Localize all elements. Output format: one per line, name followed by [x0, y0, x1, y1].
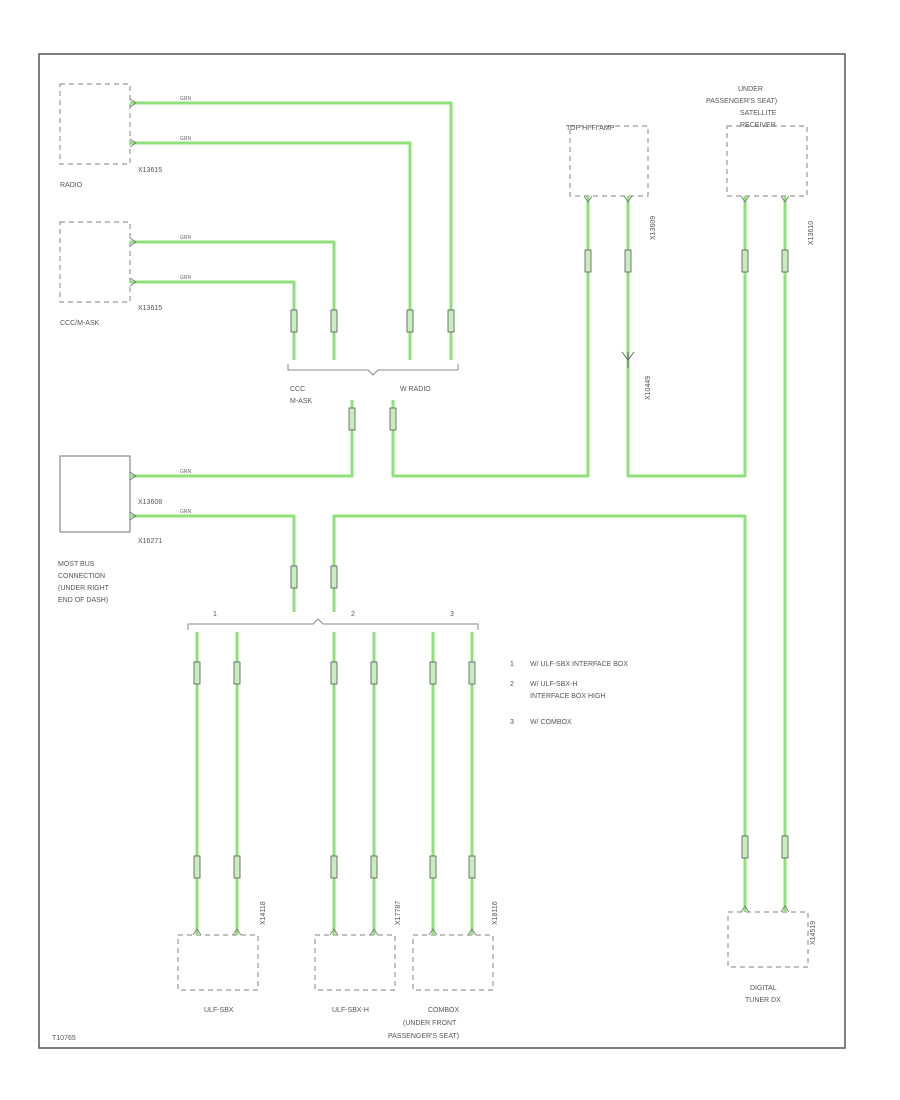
ccc-branch-label-1: CCC	[290, 386, 305, 393]
combox-connector-id: X18116	[492, 901, 499, 925]
legend-1-num: 1	[510, 661, 514, 668]
satellite-component: UNDER PASSENGER'S SEAT) SATELLITE RECEIV…	[706, 86, 815, 245]
ulf-sbx-component: ULF-SBX X14118	[177, 901, 267, 1014]
diagram-frame	[38, 53, 846, 1049]
combox-label-2: (UNDER FRONT	[403, 1020, 457, 1027]
branch-1-label: 1	[213, 611, 217, 618]
satellite-label-2: PASSENGER'S SEAT)	[706, 98, 777, 105]
wire-most-a	[130, 400, 354, 478]
wire-radio-2	[130, 141, 412, 360]
wire-color-label: GRN	[180, 136, 192, 142]
ccc-head-label: CCC/M-ASK	[60, 320, 100, 327]
page-id: T10765	[52, 1035, 76, 1042]
inline-connectors	[193, 249, 789, 879]
ulf-sbx-h-label: ULF-SBX-H	[332, 1007, 369, 1014]
digital-tuner-label-1: DIGITAL	[750, 985, 777, 992]
satellite-label-3: SATELLITE	[740, 110, 777, 117]
ccc-connector-id: X13615	[138, 305, 162, 312]
legend-3-text: W/ COMBOX	[530, 719, 572, 726]
digital-tuner-label-2: TUNER DX	[745, 997, 781, 1004]
lower-bracket	[187, 618, 479, 630]
most-bus-label-4: END OF DASH)	[58, 597, 108, 604]
wire-color-label: GRN	[180, 469, 192, 475]
most-connector-b: X16271	[138, 538, 162, 545]
satellite-connector-id: X13610	[808, 221, 815, 245]
top-hifi-connector-id: X13609	[650, 216, 657, 240]
wire-color-label: GRN	[180, 235, 192, 241]
wire-color-labels: GRN GRN GRN GRN GRN GRN	[180, 96, 192, 515]
top-hifi-component: TOP HI-FI AMP X13609	[566, 125, 657, 240]
combox-label-3: PASSENGER'S SEAT)	[388, 1033, 459, 1040]
digital-tuner-component: DIGITAL TUNER DX X14519	[727, 911, 817, 1004]
inline-plug: X10449	[621, 351, 652, 400]
wire-color-label: GRN	[180, 275, 192, 281]
inline-connector-id: X10449	[645, 376, 652, 400]
radio-component: RADIO X13615	[59, 83, 162, 189]
satellite-label-4: RECEIVER	[740, 122, 776, 129]
legend-2-text-2: INTERFACE BOX HIGH	[530, 693, 605, 700]
wire-ccc-1	[130, 240, 336, 360]
most-bus-label-2: CONNECTION	[58, 573, 105, 580]
most-bus-label-1: MOST BUS	[58, 561, 95, 568]
most-bus-component: MOST BUS CONNECTION (UNDER RIGHT END OF …	[58, 455, 162, 604]
legend-2-text-1: W/ ULF-SBX-H	[530, 681, 577, 688]
wire-radio-hifi	[391, 196, 590, 478]
ulf-sbx-h-component: ULF-SBX-H X17787	[314, 901, 402, 1014]
radio-branch-label: W RADIO	[400, 386, 431, 393]
wire-color-label: GRN	[180, 509, 192, 515]
ccc-head-component: CCC/M-ASK X13615	[59, 221, 162, 327]
most-bus-label-3: (UNDER RIGHT	[58, 585, 110, 592]
digital-tuner-connector-id: X14519	[810, 921, 817, 945]
wire-hifi-sat	[626, 196, 747, 478]
most-connector-a: X13608	[138, 499, 162, 506]
wire-radio-1	[130, 101, 453, 360]
legend: 1 W/ ULF-SBX INTERFACE BOX 2 W/ ULF-SBX-…	[510, 661, 628, 726]
legend-2-num: 2	[510, 681, 514, 688]
legend-1-text: W/ ULF-SBX INTERFACE BOX	[530, 661, 628, 668]
satellite-label-1: UNDER	[738, 86, 763, 93]
upper-bracket	[287, 364, 459, 376]
top-hifi-label: TOP HI-FI AMP	[566, 125, 615, 132]
combox-label-1: COMBOX	[428, 1007, 459, 1014]
ccc-branch-label-2: M-ASK	[290, 398, 313, 405]
radio-connector-id: X13615	[138, 167, 162, 174]
legend-3-num: 3	[510, 719, 514, 726]
combox-component: COMBOX (UNDER FRONT PASSENGER'S SEAT) X1…	[388, 901, 499, 1040]
wire-tuner-loop	[332, 514, 747, 912]
radio-label: RADIO	[60, 182, 83, 189]
wire-most-b	[130, 514, 296, 612]
branch-3-label: 3	[450, 611, 454, 618]
wires	[130, 101, 787, 935]
ulf-sbx-connector-id: X14118	[260, 901, 267, 925]
branch-2-label: 2	[351, 611, 355, 618]
wire-color-label: GRN	[180, 96, 192, 102]
wire-ccc-2	[130, 280, 296, 360]
pin-markers	[129, 98, 790, 936]
ulf-sbx-h-connector-id: X17787	[395, 901, 402, 925]
ulf-sbx-label: ULF-SBX	[204, 1007, 234, 1014]
